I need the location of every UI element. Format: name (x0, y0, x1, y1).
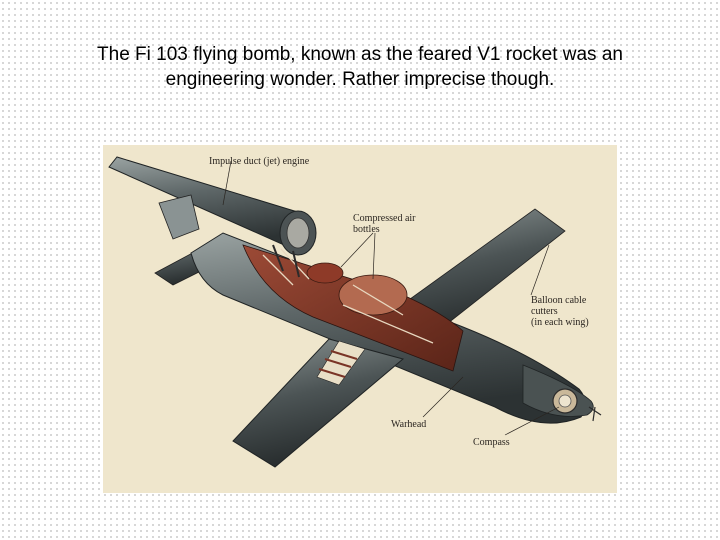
label-engine: Impulse duct (jet) engine (209, 156, 310, 167)
tail-fin (158, 194, 200, 240)
leader-engine (222, 160, 232, 206)
label-warhead: Warhead (391, 419, 427, 430)
air-bottle (306, 262, 344, 284)
warhead-chamber (338, 274, 408, 316)
v1-drawing (108, 156, 602, 468)
label-cutters-line1: Balloon cable (531, 295, 587, 306)
leader-warhead (422, 376, 464, 418)
label-air-bottles: Compressed air bottles (353, 213, 416, 235)
compass-inner (558, 394, 572, 408)
engine-intake-grill (286, 217, 310, 249)
leader-compass (504, 406, 560, 436)
title-line-1: The Fi 103 flying bomb, known as the fea… (97, 44, 623, 65)
slide-title: The Fi 103 flying bomb, known as the fea… (40, 42, 680, 92)
wing-ribs (318, 350, 358, 378)
label-cutters: Balloon cable cutters (in each wing) (531, 295, 589, 328)
title-line-2: engineering wonder. Rather imprecise tho… (165, 69, 555, 90)
v1-cutaway-illustration: Impulse duct (jet) engine Compressed air… (103, 145, 617, 493)
engine-mount (272, 244, 300, 278)
leader-air-bottles (340, 232, 376, 280)
label-air-bottles-line1: Compressed air (353, 213, 416, 224)
label-cutters-line2: cutters (531, 306, 558, 317)
nose-propeller (588, 406, 602, 422)
near-wing (232, 338, 405, 468)
leader-cutters (530, 244, 550, 296)
label-cutters-line3: (in each wing) (531, 317, 589, 328)
label-air-bottles-line2: bottles (353, 224, 380, 235)
label-compass: Compass (473, 437, 510, 448)
